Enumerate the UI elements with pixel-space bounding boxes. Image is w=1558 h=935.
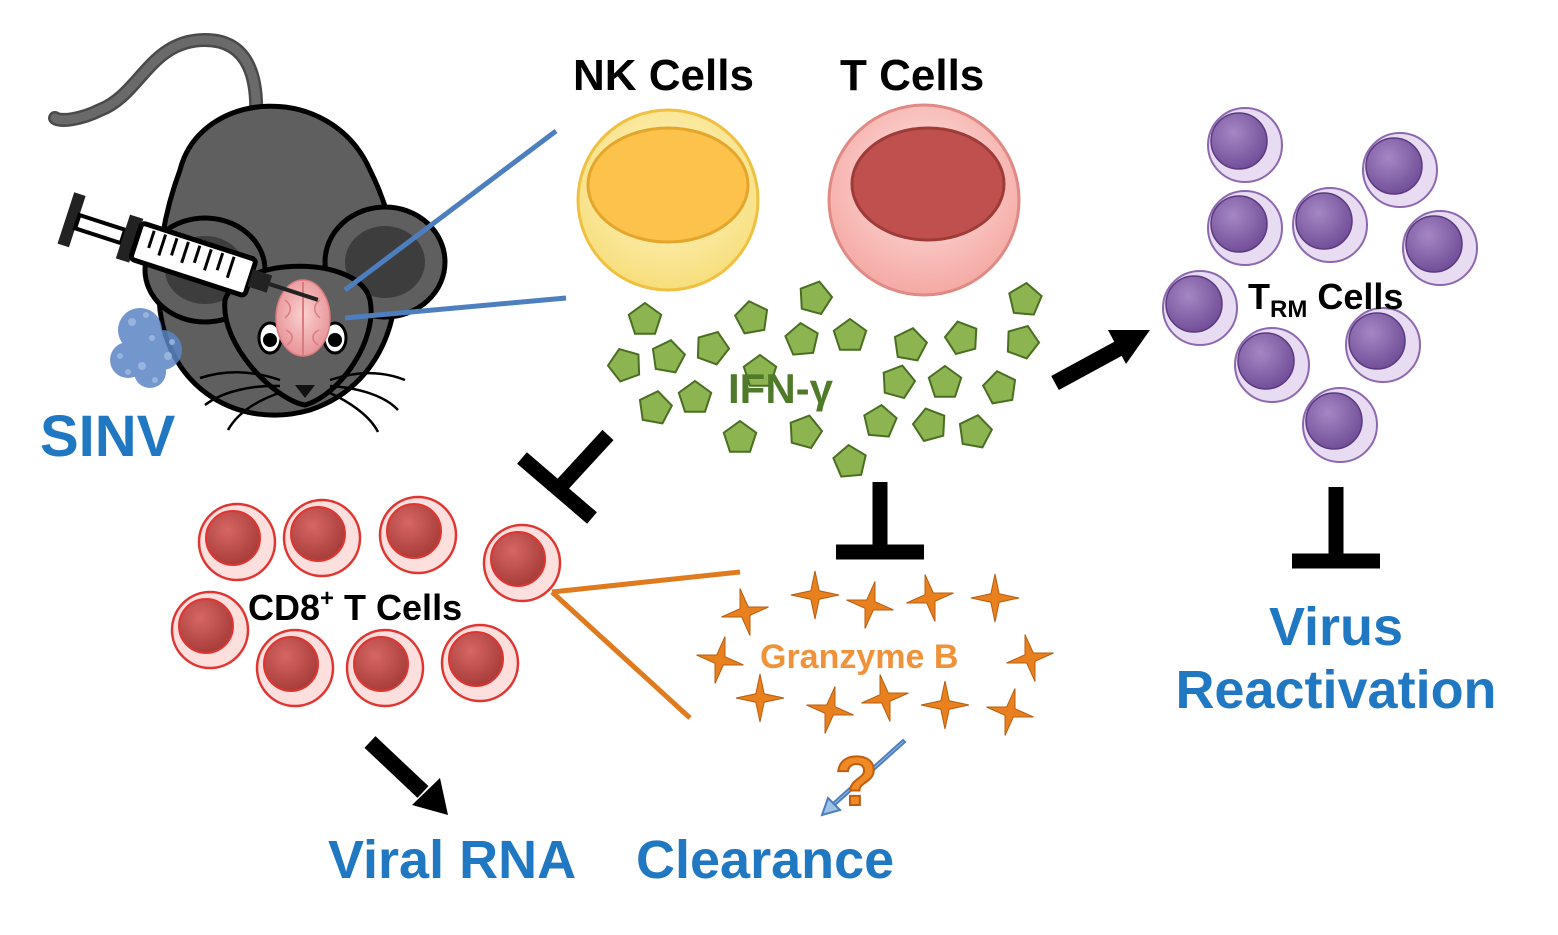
ifn-gamma-pentagon [927, 364, 963, 398]
ifn-gamma-pentagon [789, 414, 824, 450]
arrow-icon [364, 736, 448, 815]
ifn-gamma-pentagon [911, 407, 946, 443]
ifn-gamma-pentagon [722, 419, 758, 453]
ifn-gamma-pentagon [958, 414, 994, 449]
granzyme-star [920, 680, 970, 730]
granzyme-b-particles [696, 570, 1054, 736]
ifn-gamma-pentagon [832, 317, 868, 351]
ifn-gamma-pentagon [651, 339, 687, 374]
trm-cell [1234, 327, 1310, 403]
ifn-gamma-label: IFN-γ [728, 365, 834, 412]
nk-cells-label: NK Cells [573, 51, 754, 100]
granzyme-star [986, 688, 1034, 736]
cd8-t-cells-label: CD8+ T Cells [248, 585, 462, 628]
t-cells-label: T Cells [840, 51, 984, 100]
cd8-t-cell [197, 502, 277, 582]
granzyme-star [735, 673, 785, 723]
granzyme-star [970, 573, 1020, 623]
granzyme-star [721, 588, 769, 636]
syringe-icon [57, 192, 319, 302]
question-mark-icon: ? [820, 738, 907, 821]
trm-cell [1345, 307, 1421, 383]
granzyme-star [1006, 634, 1054, 682]
ifn-gamma-pentagon [863, 403, 898, 438]
ifn-gamma-pentagon [893, 327, 929, 362]
sinv-label: SINV [40, 404, 176, 469]
granzyme-star [806, 686, 854, 734]
cd8-t-cell [345, 628, 425, 708]
trm-cell [1207, 190, 1283, 266]
brain-icon [275, 279, 331, 357]
trm-cell [1362, 132, 1438, 208]
granzyme-star [846, 581, 894, 629]
ifn-gamma-pentagon [696, 330, 731, 366]
trm-cell [1402, 210, 1478, 286]
cd8-t-cells [170, 495, 562, 708]
trm-cell [1207, 107, 1283, 183]
granzyme-star [696, 636, 744, 684]
clearance-label: Clearance [636, 830, 894, 890]
ifn-gamma-pentagon [981, 370, 1017, 405]
viral-rna-label: Viral RNA [328, 830, 576, 890]
inhibit-icon [836, 482, 924, 560]
granzyme-b-label: Granzyme B [760, 638, 958, 676]
cd8-t-cell [255, 628, 335, 708]
ifn-gamma-pentagon [627, 301, 663, 335]
trm-cell [1292, 187, 1368, 263]
reactivation-label: Reactivation [1175, 660, 1496, 720]
ifn-gamma-pentagon [638, 390, 674, 425]
granzyme-star [906, 574, 954, 622]
ifn-gamma-pentagon [677, 379, 713, 413]
inhibit-icon [1292, 487, 1380, 569]
ifn-gamma-pentagon [1006, 324, 1041, 360]
trm-cell [1302, 387, 1378, 463]
ifn-gamma-pentagon [606, 347, 641, 383]
trm-cells-label: TRM Cells [1248, 276, 1403, 323]
ifn-gamma-pentagon [832, 443, 867, 478]
trm-cell [1162, 270, 1238, 346]
granzyme-star [861, 674, 909, 722]
ifn-gamma-pentagon [784, 321, 819, 356]
question-mark: ? [835, 742, 878, 820]
ifn-gamma-pentagon [882, 364, 917, 400]
arrow-icon [1051, 330, 1150, 391]
ifn-gamma-pentagon [943, 320, 978, 356]
cd8-t-cell [282, 498, 362, 578]
ifn-gamma-pentagon [742, 353, 778, 387]
cd8-t-cell [378, 495, 458, 575]
ifn-gamma-pentagon [799, 280, 834, 316]
inhibit-icon [517, 429, 614, 524]
trm-cells [1162, 107, 1478, 463]
granzyme-star [790, 570, 840, 620]
ifn-gamma-pentagon [1008, 281, 1043, 316]
virus-label: Virus [1269, 597, 1403, 657]
cd8-t-cell [170, 590, 250, 670]
nk-cell [576, 108, 760, 292]
ifn-gamma-particles [606, 280, 1043, 478]
ifn-gamma-pentagon [733, 300, 769, 335]
cd8-t-cell [482, 523, 562, 603]
t-cell [827, 103, 1021, 297]
cd8-t-cell [440, 623, 520, 703]
